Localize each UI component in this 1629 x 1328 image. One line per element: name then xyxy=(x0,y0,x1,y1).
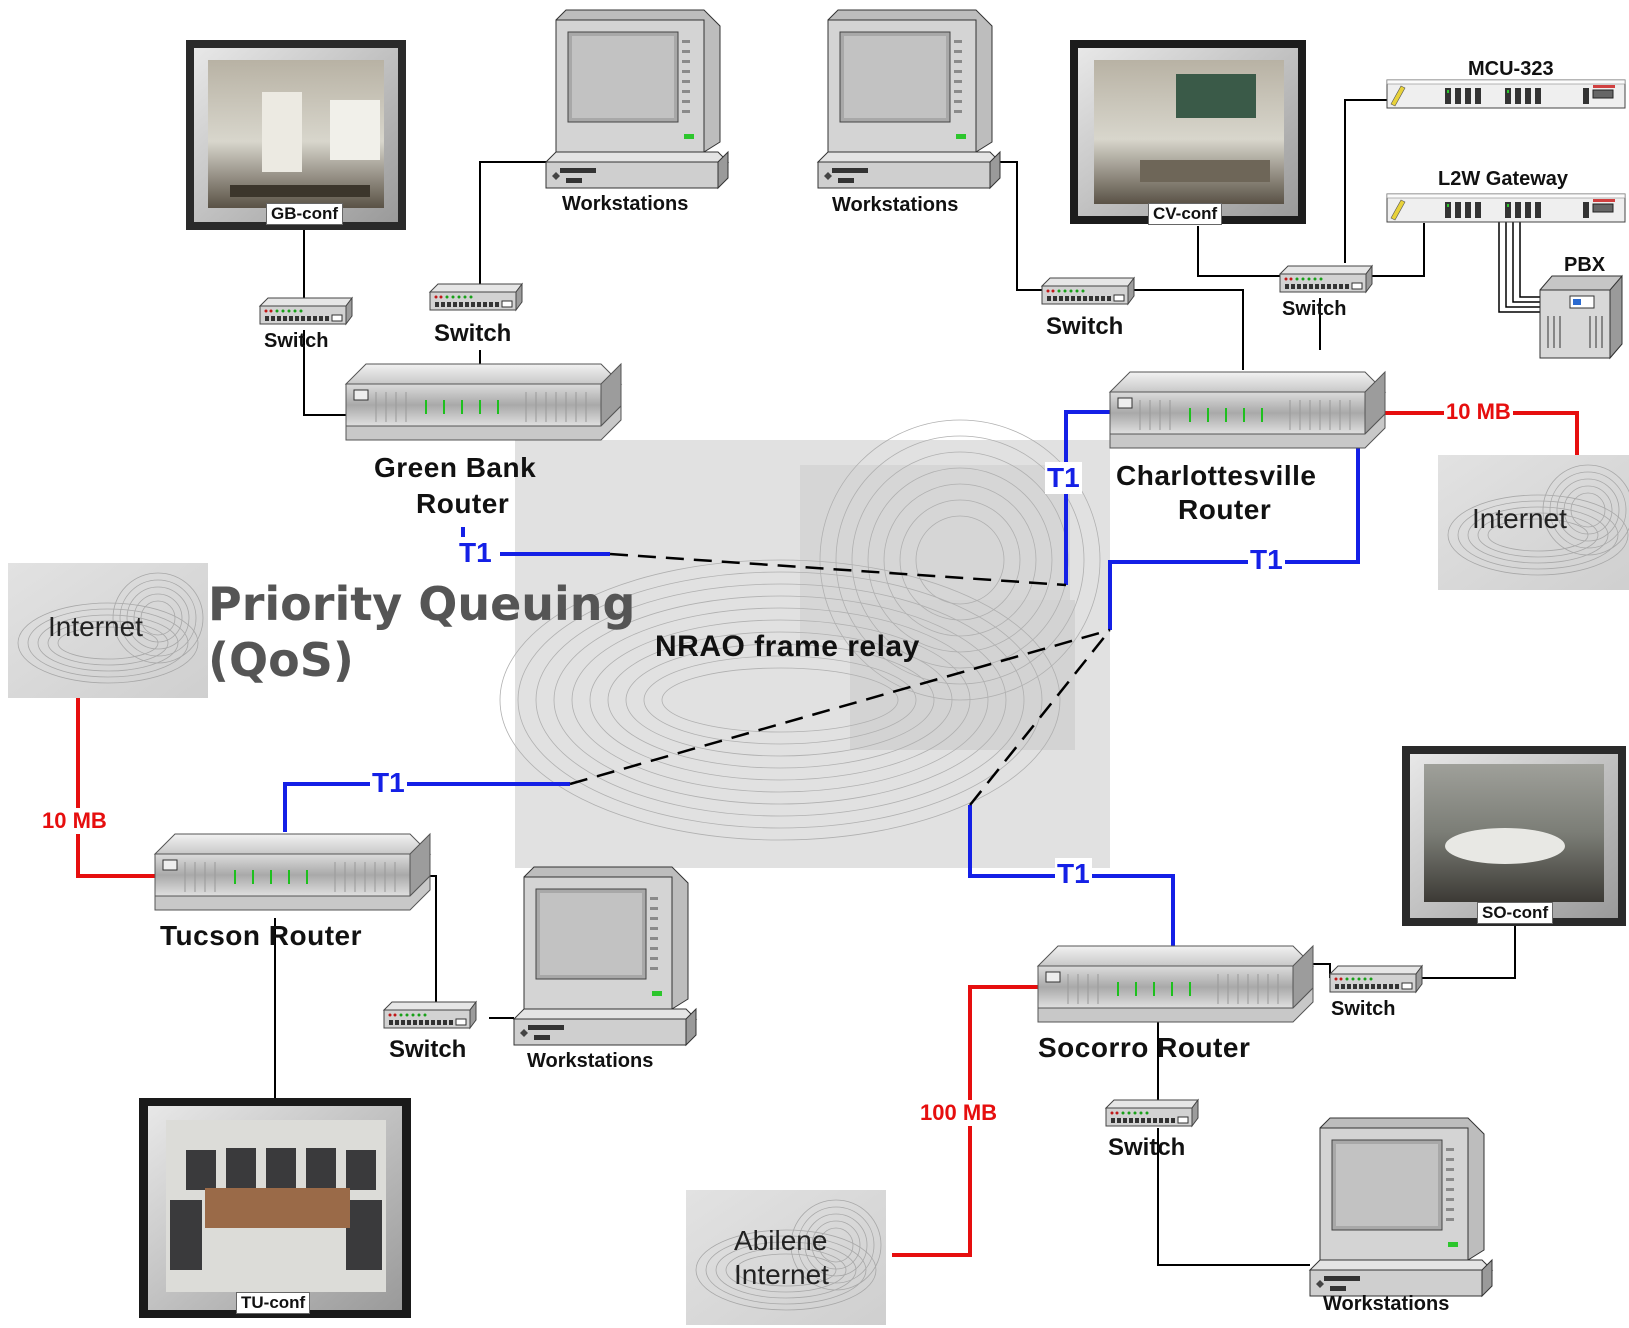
pbx-device xyxy=(1539,274,1623,360)
title-line1: Priority Queuing xyxy=(208,577,636,631)
workstation-tucson xyxy=(513,866,697,1046)
t1-label-tucson: T1 xyxy=(370,767,407,799)
pbx-links xyxy=(1498,222,1540,313)
t1-label-charlottesville-b: T1 xyxy=(1248,544,1285,576)
workstations-label-socorro: Workstations xyxy=(1323,1293,1450,1315)
switch-label-gb-conf: Switch xyxy=(264,330,329,352)
t1-label-charlottesville-a: T1 xyxy=(1045,462,1082,494)
switch-gb-workstations xyxy=(429,283,523,311)
switch-socorro xyxy=(1105,1099,1199,1127)
title-line2: (QoS) xyxy=(208,633,354,687)
gb-conf-label: GB-conf xyxy=(266,203,344,225)
t1-label-green-bank: T1 xyxy=(457,537,494,569)
charlottesville-router xyxy=(1109,371,1386,449)
socorro-router xyxy=(1037,945,1314,1023)
so-conf-label: SO-conf xyxy=(1477,902,1554,924)
ten-mb-label-charlottesville: 10 MB xyxy=(1444,399,1513,425)
workstations-label-tucson: Workstations xyxy=(527,1050,654,1072)
charlottesville-router-label-2: Router xyxy=(1178,494,1272,525)
nrao-frame-relay-cloud xyxy=(499,419,1110,868)
frame-relay-circuits xyxy=(569,552,1111,806)
internet-right-label: Internet xyxy=(1472,503,1567,534)
workstation-green-bank xyxy=(545,9,729,189)
tucson-router-label: Tucson Router xyxy=(160,920,362,951)
workstations-label-green-bank: Workstations xyxy=(562,193,689,215)
l2w-gateway-label: L2W Gateway xyxy=(1438,168,1569,190)
switch-so-conf xyxy=(1329,965,1423,993)
tu-conf-picture xyxy=(139,1098,411,1318)
green-bank-router-label-2: Router xyxy=(416,488,510,519)
switch-cv-conf xyxy=(1279,265,1373,293)
tu-conf-label: TU-conf xyxy=(236,1292,311,1314)
so-conf-picture xyxy=(1402,746,1626,926)
mcu-323-label: MCU-323 xyxy=(1468,58,1554,80)
l2w-gateway-device xyxy=(1386,193,1626,223)
switch-label-cv-workstations: Switch xyxy=(1046,313,1124,340)
socorro-router-label: Socorro Router xyxy=(1038,1032,1251,1063)
green-bank-router-label-1: Green Bank xyxy=(374,452,537,483)
internet-left-label: Internet xyxy=(48,611,143,642)
workstations-label-charlottesville: Workstations xyxy=(832,194,959,216)
switch-cv-workstations xyxy=(1041,277,1135,305)
abilene-label-2: Internet xyxy=(734,1259,829,1290)
cv-conf-label: CV-conf xyxy=(1148,203,1223,225)
hundred-mb-label: 100 MB xyxy=(918,1100,1000,1126)
abilene-label-1: Abilene xyxy=(734,1225,828,1256)
switch-tucson xyxy=(383,1001,477,1029)
workstation-charlottesville xyxy=(817,9,1001,189)
mcu-323-device xyxy=(1386,79,1626,109)
switch-label-socorro: Switch xyxy=(1108,1134,1186,1161)
gb-conf-picture xyxy=(186,40,406,230)
t1-label-socorro: T1 xyxy=(1055,858,1092,890)
workstation-socorro xyxy=(1309,1117,1493,1297)
charlottesville-router-label-1: Charlottesville xyxy=(1116,460,1317,491)
green-bank-router xyxy=(345,363,622,441)
switch-label-cv-conf: Switch xyxy=(1282,298,1347,320)
abilene-internet-cloud xyxy=(685,1189,887,1326)
tucson-router xyxy=(154,833,431,911)
ten-mb-label-tucson: 10 MB xyxy=(40,808,109,834)
frame-relay-label: NRAO frame relay xyxy=(655,630,920,663)
pbx-label: PBX xyxy=(1564,254,1606,276)
switch-label-tucson: Switch xyxy=(389,1036,467,1063)
cv-conf-picture xyxy=(1070,40,1306,224)
switch-gb-conf xyxy=(259,297,353,325)
switch-label-gb-workstations: Switch xyxy=(434,320,512,347)
switch-label-so-conf: Switch xyxy=(1331,998,1396,1020)
